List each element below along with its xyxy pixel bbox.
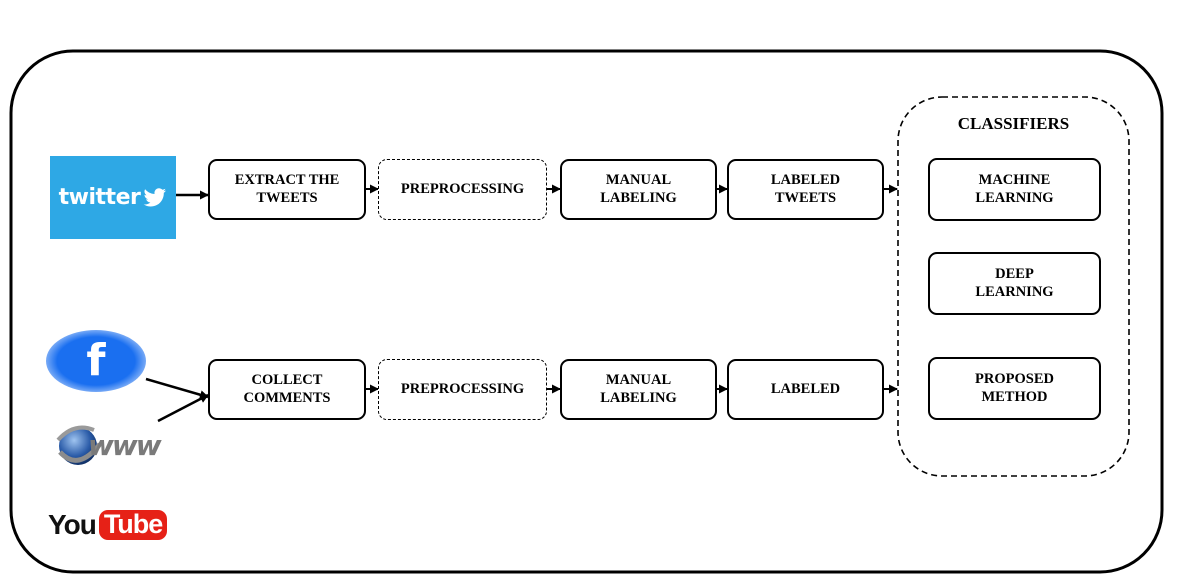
web-logo: www xyxy=(54,422,188,474)
preprocessing-box-1: PREPROCESSING xyxy=(378,159,547,220)
preprocessing-box-2: PREPROCESSING xyxy=(378,359,547,420)
classifiers-title: CLASSIFIERS xyxy=(957,114,1070,133)
globe-icon xyxy=(56,425,102,465)
collect-comments-box: COLLECT COMMENTS xyxy=(208,359,366,420)
labeled-tweets-box: LABELED TWEETS xyxy=(727,159,884,220)
manual-labeling-box-2: MANUAL LABELING xyxy=(560,359,717,420)
facebook-logo: f xyxy=(46,330,146,392)
twitter-bird-icon xyxy=(143,187,167,207)
youtube-you-text: You xyxy=(48,509,97,540)
arrow-web-to-collect xyxy=(157,393,209,423)
www-text: www xyxy=(88,429,162,462)
classifier-deep-learning: DEEP LEARNING xyxy=(928,252,1101,315)
youtube-logo: You Tube xyxy=(48,505,168,545)
arrow-facebook-to-collect xyxy=(145,377,209,400)
youtube-tube-badge: Tube xyxy=(98,510,168,540)
labeled-box: LABELED xyxy=(727,359,884,420)
twitter-wordmark: twitter xyxy=(58,185,141,210)
facebook-f-icon: f xyxy=(86,335,106,386)
classifiers-container xyxy=(897,96,1130,477)
classifier-proposed-method: PROPOSED METHOD xyxy=(928,357,1101,420)
classifier-machine-learning: MACHINE LEARNING xyxy=(928,158,1101,221)
extract-tweets-box: EXTRACT THE TWEETS xyxy=(208,159,366,220)
twitter-logo: twitter xyxy=(50,156,176,239)
manual-labeling-box-1: MANUAL LABELING xyxy=(560,159,717,220)
outer-frame xyxy=(9,49,1164,574)
